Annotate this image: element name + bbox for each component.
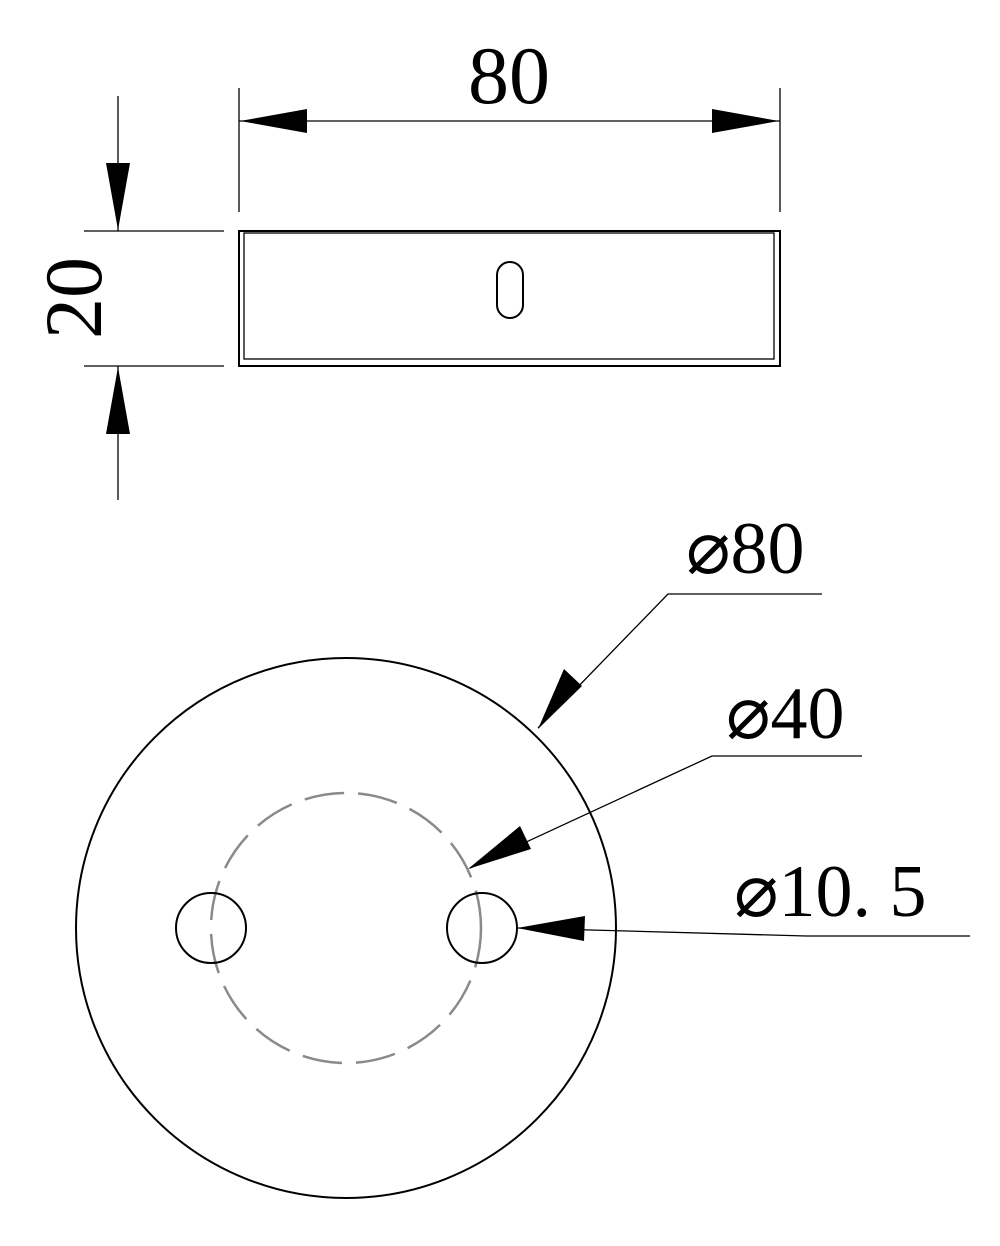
bolt-circle [209,791,483,1065]
hole-diameter-label: ⌀10. 5 [734,851,927,933]
bolt-circle-label: ⌀40 [726,673,845,755]
bolt-circle-arrow [468,826,531,869]
height-arrow-top [106,163,130,230]
height-label: 20 [28,257,119,339]
height-arrow-bottom [106,367,130,434]
outer-diameter-arrow [538,669,582,729]
width-arrow-right [712,109,779,133]
top-view: ⌀80 ⌀40 ⌀10. 5 [75,508,970,1199]
outer-circle [75,657,617,1199]
side-view-inner-edge [243,232,775,360]
hole-diameter-leader [517,927,970,937]
side-view-outline [238,230,781,367]
slot-shape [496,261,524,319]
width-arrow-left [240,109,307,133]
mounting-hole-left [175,892,247,964]
hole-diameter-arrow [517,916,585,941]
width-label: 80 [468,30,550,121]
outer-diameter-label: ⌀80 [686,508,805,590]
bolt-circle-leader [469,755,862,869]
side-view: 80 20 [28,30,781,500]
outer-diameter-leader [537,593,822,729]
